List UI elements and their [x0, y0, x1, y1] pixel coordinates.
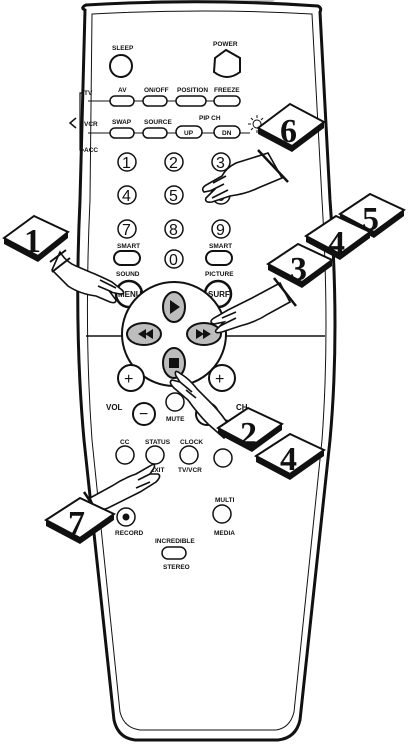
digit-9-label: 9: [216, 222, 225, 239]
swap-button[interactable]: [110, 128, 134, 138]
vol-label: VOL: [106, 403, 123, 412]
stereo-label: STEREO: [163, 564, 190, 571]
onoff-label: ON/OFF: [144, 87, 169, 94]
volume-up-label: +: [124, 371, 133, 388]
source-button[interactable]: [143, 128, 167, 138]
smart-picture-label: SMART: [209, 243, 232, 250]
step-1-number: 1: [24, 223, 41, 260]
digit-1-label: 1: [122, 155, 131, 172]
vcr-label: VCR: [84, 121, 98, 128]
digit-2-label: 2: [169, 155, 178, 172]
channel-up-label: +: [215, 371, 224, 388]
digit-8-label: 8: [169, 222, 178, 239]
record-label: RECORD: [115, 530, 143, 537]
av-button[interactable]: [110, 96, 134, 106]
record-icon: [123, 514, 130, 521]
step-7-number: 7: [68, 505, 85, 542]
sleep-label: SLEEP: [112, 45, 134, 52]
digit-7-label: 7: [122, 222, 131, 239]
status-exit-button[interactable]: [146, 446, 164, 464]
picture-label: PICTURE: [205, 271, 234, 278]
digit-0-label: 0: [169, 252, 178, 269]
acc-label: ACC: [84, 147, 98, 154]
clock-button[interactable]: [180, 446, 198, 464]
smart-picture-button[interactable]: [206, 251, 232, 265]
source-label: SOURCE: [144, 119, 172, 126]
step-3-number: 3: [290, 251, 307, 288]
cc-button[interactable]: [116, 446, 134, 464]
status-label: STATUS: [145, 439, 171, 446]
mute-button[interactable]: [166, 393, 184, 411]
pip-up-label: UP: [184, 130, 194, 137]
volume-down-label: −: [139, 406, 148, 423]
power-label: POWER: [213, 41, 238, 48]
clock-label: CLOCK: [180, 439, 203, 446]
digit-3-label: 3: [216, 155, 225, 172]
pip-dn-label: DN: [222, 130, 232, 137]
swap-label: SWAP: [112, 119, 132, 126]
sound-label: SOUND: [116, 271, 140, 278]
incredible-stereo-button[interactable]: [162, 547, 186, 559]
multi-label: MULTI: [215, 497, 235, 504]
smart-sound-label: SMART: [117, 243, 140, 250]
step-4b-number: 4: [280, 441, 297, 478]
digit-4-label: 4: [122, 188, 131, 205]
av-label: AV: [118, 87, 127, 94]
onoff-button[interactable]: [143, 96, 167, 106]
tvvcr-label: TV/VCR: [178, 467, 202, 474]
cc-label: CC: [120, 439, 130, 446]
step-2-number: 2: [240, 416, 257, 453]
left-mode-switch-icon: [70, 118, 76, 128]
extra-button[interactable]: [214, 449, 232, 467]
position-label: POSITION: [177, 87, 208, 94]
incredible-label: INCREDIBLE: [155, 538, 195, 545]
smart-sound-button[interactable]: [114, 251, 140, 265]
tv-label: TV: [84, 90, 93, 97]
pipch-label: PIP CH: [199, 115, 221, 122]
stop-icon: [169, 358, 179, 368]
multimedia-button[interactable]: [213, 505, 231, 523]
freeze-button[interactable]: [214, 96, 240, 106]
mute-label: MUTE: [166, 416, 185, 423]
media-label: MEDIA: [214, 530, 235, 537]
step-6-number: 6: [280, 113, 297, 150]
position-button[interactable]: [176, 96, 206, 106]
digit-5-label: 5: [169, 188, 178, 205]
step-4a-number: 4: [328, 225, 345, 262]
freeze-label: FREEZE: [214, 87, 240, 94]
sleep-button[interactable]: [110, 55, 132, 77]
